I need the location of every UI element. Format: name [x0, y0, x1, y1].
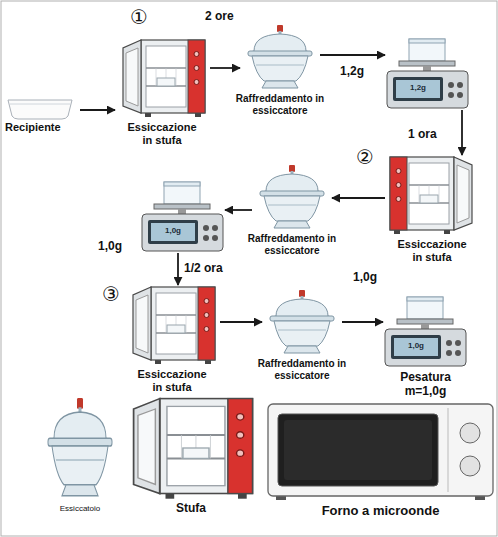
flow-arrow	[210, 67, 240, 69]
balance-icon	[142, 182, 223, 251]
oven-step: Essiccazione in stufa	[115, 38, 210, 150]
node-label: Recipiente	[5, 121, 80, 134]
flow-arrow	[332, 197, 385, 199]
balance-step: 1,0g1,0gPesatura m=1,0g	[383, 293, 468, 368]
node-label: Raffreddamento in essiccatore	[247, 233, 337, 256]
oven-icon	[134, 399, 253, 499]
desiccator-icon	[260, 165, 324, 228]
flow-arrow	[225, 209, 252, 211]
node-label: Pesatura m=1,0g	[393, 371, 458, 399]
desiccator-icon	[48, 398, 112, 496]
display-reading: 1,0g	[394, 341, 438, 350]
balance-step: 1,2g1,2g	[385, 35, 470, 110]
flow-arrow	[177, 253, 179, 285]
node-label: Essiccatoio	[35, 504, 125, 513]
node-label: 1,2g	[340, 65, 380, 79]
oven-icon	[133, 287, 215, 364]
desiccator-step: Raffreddamento in essiccatore	[240, 25, 320, 120]
equipment-item: Stufa	[122, 396, 260, 521]
node-label: Essiccazione in stufa	[132, 368, 212, 393]
display-reading: 1,2g	[396, 83, 440, 92]
node-label: Raffreddamento in essiccatore	[257, 358, 347, 381]
desiccator-step: Raffreddamento in essiccatore	[262, 290, 342, 385]
container-icon	[8, 100, 72, 119]
node-label: 1,0g	[353, 271, 393, 285]
container-item: Recipiente	[5, 95, 80, 137]
time-label: 1 ora	[408, 128, 437, 142]
desiccator-step: Raffreddamento in essiccatore	[252, 165, 332, 260]
balance-icon	[387, 39, 468, 108]
microwave-icon	[268, 404, 493, 500]
desiccator-icon	[270, 290, 334, 353]
equipment-item: Forno a microonde	[268, 400, 493, 525]
flow-arrow	[220, 321, 262, 323]
flow-arrow	[80, 109, 115, 111]
node-label: Forno a microonde	[268, 504, 493, 519]
flow-arrow	[461, 110, 463, 155]
node-label: Essiccazione in stufa	[122, 121, 202, 146]
balance-step: 1,0g1,0g	[140, 178, 225, 253]
callout-number: ③	[102, 283, 120, 306]
node-label: Raffreddamento in essiccatore	[235, 93, 325, 116]
time-label: 1/2 ora	[184, 262, 223, 276]
balance-icon	[385, 297, 466, 366]
node-label: Stufa	[122, 502, 260, 516]
oven-step: Essiccazione in stufa	[385, 155, 480, 267]
node-label: 1,0g	[98, 240, 138, 254]
flow-arrow	[342, 321, 383, 323]
time-label: 2 ore	[205, 10, 234, 24]
flow-arrow	[320, 54, 385, 56]
equipment-item: Essiccatoio	[40, 398, 120, 523]
oven-icon	[123, 40, 205, 117]
oven-step: Essiccazione in stufa	[125, 285, 220, 395]
desiccator-icon	[248, 25, 312, 88]
oven-icon	[390, 157, 472, 234]
callout-number: ①	[130, 6, 148, 29]
display-reading: 1,0g	[151, 226, 195, 235]
callout-number: ②	[356, 146, 374, 169]
node-label: Essiccazione in stufa	[392, 238, 472, 263]
